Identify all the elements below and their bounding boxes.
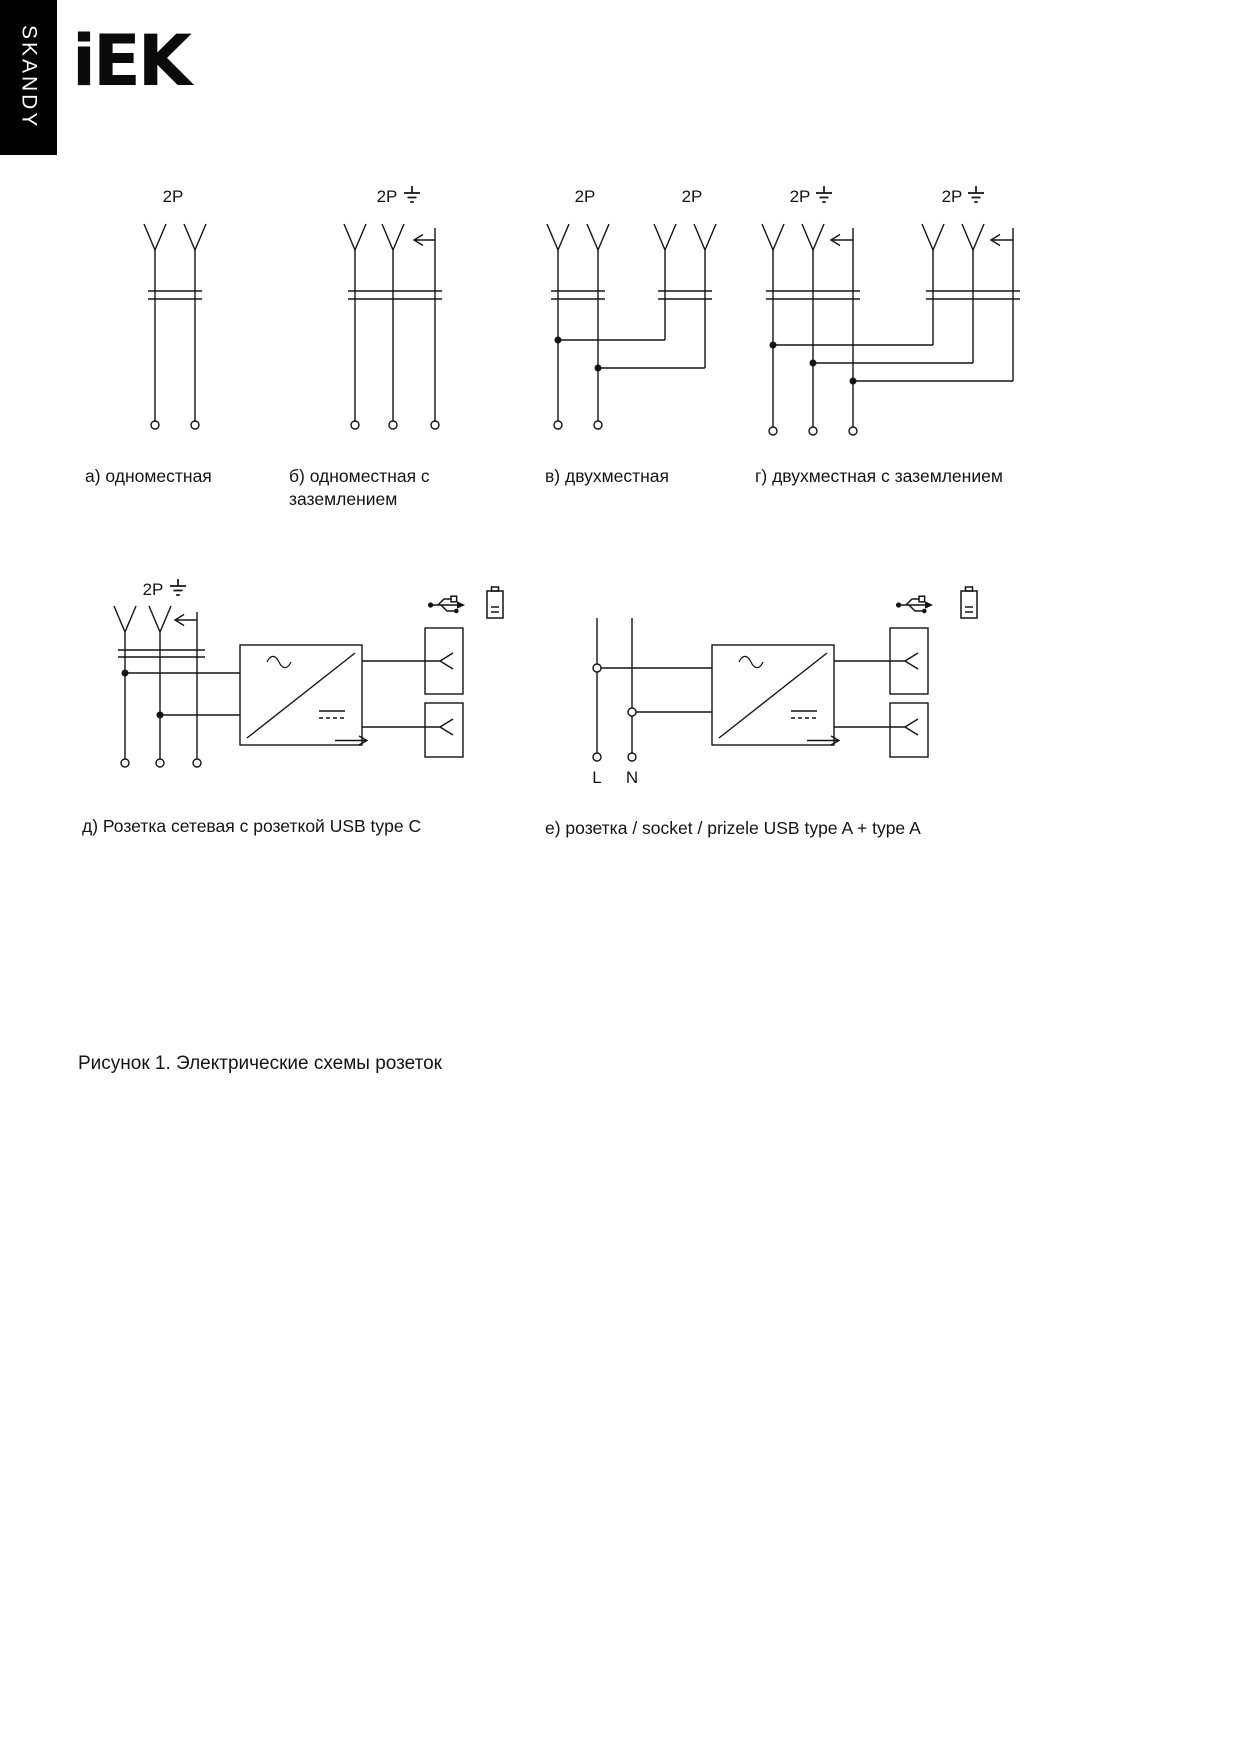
- socket-bars: [148, 290, 202, 300]
- ground-icon: [169, 578, 187, 596]
- usb-port-contact-icon: [889, 718, 919, 736]
- parallel-wires: [769, 341, 1013, 385]
- ac-dc-converter-block: [239, 644, 368, 746]
- pole-label: 2P: [377, 187, 398, 206]
- socket-bars: [766, 290, 1020, 300]
- plug-contact-forks: [343, 223, 405, 251]
- earth-contact-arrow: [413, 228, 436, 421]
- caption-e: е) розетка / socket / prizele USB type A…: [545, 818, 921, 838]
- usb-icon: [427, 595, 466, 615]
- iek-logo: iEK: [72, 20, 192, 102]
- terminal-circles: [553, 420, 603, 430]
- pole-label-2: 2P: [942, 187, 963, 206]
- terminal-circles: [592, 752, 637, 762]
- caption-v: в) двухместная: [545, 466, 670, 486]
- socket-bars: [551, 290, 712, 300]
- output-wires: [834, 660, 890, 728]
- usb-port-contact-icon: [424, 718, 454, 736]
- usb-port-contact-icon: [889, 652, 919, 670]
- plug-contact-forks: [761, 223, 985, 251]
- ground-icon: [815, 185, 833, 203]
- plug-contact-forks: [143, 223, 207, 251]
- pole-label: 2P: [143, 580, 164, 599]
- plug-contact-forks: [546, 223, 717, 251]
- pole-label-2: 2P: [682, 187, 703, 206]
- caption-b: б) одноместная с заземлением: [289, 466, 430, 509]
- schematic-socket-usb-type-a: L N: [592, 586, 978, 787]
- terminal-circles: [768, 426, 858, 436]
- series-name: SKANDY: [17, 25, 41, 130]
- ac-dc-converter-block: [711, 644, 840, 746]
- parallel-wires: [554, 336, 705, 372]
- neutral-label: N: [626, 768, 638, 787]
- caption-d: д) Розетка сетевая с розеткой USB type C: [82, 816, 422, 836]
- earth-contact-arrow: [990, 228, 1014, 381]
- earth-contact-arrow: [830, 228, 854, 427]
- supply-wires: [121, 669, 240, 719]
- terminal-circles: [120, 758, 202, 768]
- caption-g: г) двухместная с заземлением: [755, 466, 1003, 486]
- usb-port-contact-icon: [424, 652, 454, 670]
- schematic-single-socket-earthed: 2P: [343, 185, 442, 430]
- pole-label: 2P: [163, 187, 184, 206]
- schematic-double-socket: 2P 2P: [546, 187, 717, 430]
- pole-label-1: 2P: [790, 187, 811, 206]
- terminal-circles: [150, 420, 200, 430]
- series-tab: SKANDY: [0, 0, 57, 155]
- schematic-double-socket-earthed: 2P 2P: [761, 185, 1020, 436]
- terminal-circles: [350, 420, 440, 430]
- caption-a: а) одноместная: [85, 466, 212, 486]
- plug-contact-forks: [113, 605, 172, 633]
- line-label: L: [592, 768, 601, 787]
- earth-contact-arrow: [174, 612, 198, 759]
- battery-icon: [486, 586, 504, 619]
- schematic-socket-usb-type-c: 2P: [113, 578, 504, 768]
- socket-bars: [118, 649, 205, 658]
- supply-wires: [601, 667, 712, 713]
- pole-label-1: 2P: [575, 187, 596, 206]
- usb-icon: [895, 595, 934, 615]
- socket-bars: [348, 290, 442, 300]
- figure-caption: Рисунок 1. Электрические схемы розеток: [78, 1053, 442, 1074]
- ground-icon: [403, 185, 421, 203]
- battery-icon: [960, 586, 978, 619]
- output-wires: [362, 660, 425, 728]
- usb-port-2: [889, 702, 929, 758]
- ground-icon: [967, 185, 985, 203]
- tap-terminals: [592, 663, 637, 717]
- usb-port-2: [424, 702, 464, 758]
- schematic-single-socket: 2P: [143, 187, 207, 430]
